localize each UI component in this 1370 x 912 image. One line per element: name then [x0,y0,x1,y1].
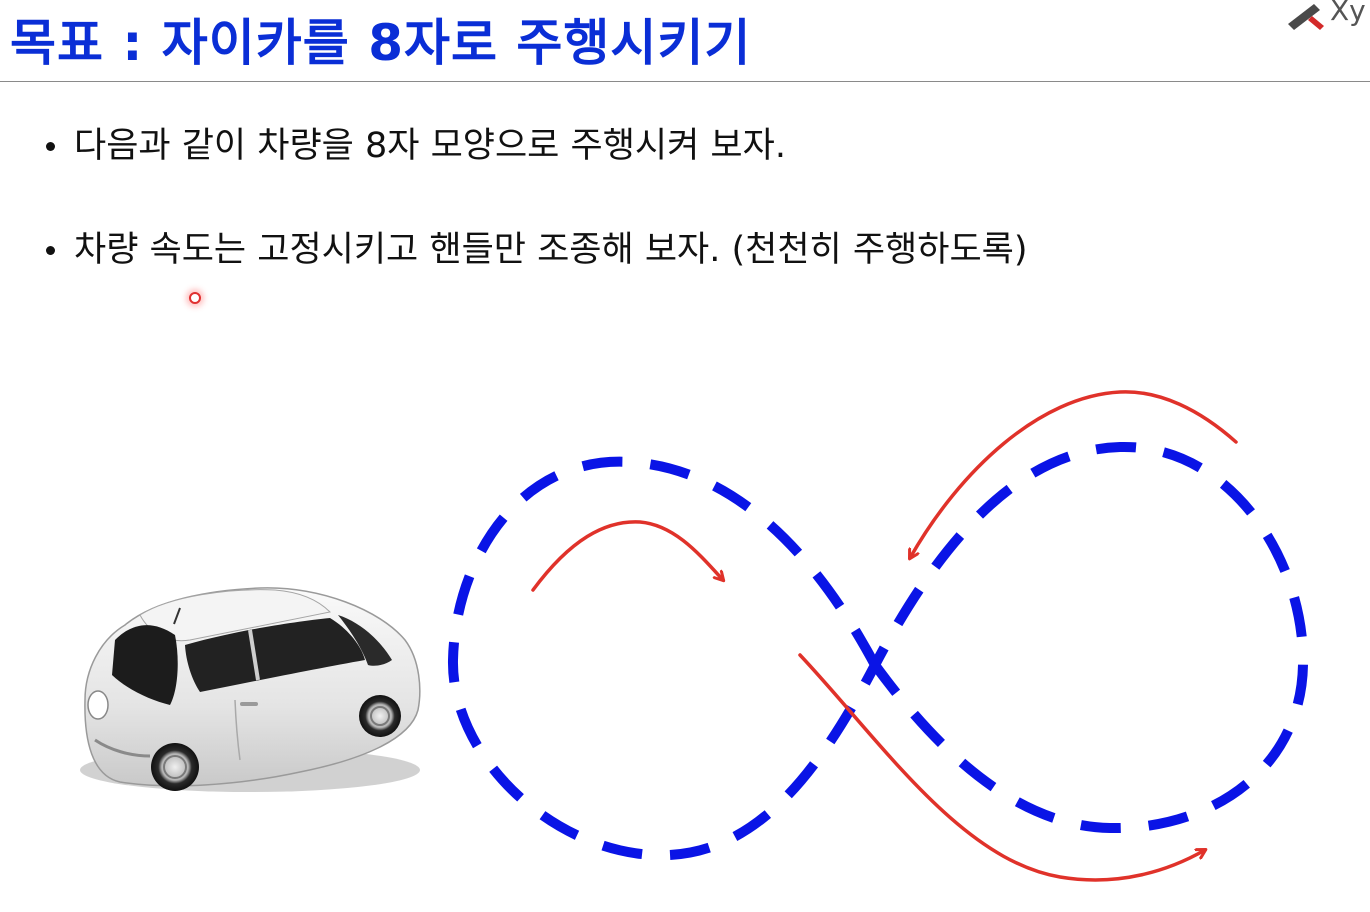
laser-pointer-icon [189,292,201,304]
bullet-item: 차량 속도는 고정시키고 핸들만 조종해 보자. (천천히 주행하도록) [40,222,1028,278]
bullet-text: 다음과 같이 차량을 8자 모양으로 주행시켜 보자. [74,126,786,166]
bullet-item: 다음과 같이 차량을 8자 모양으로 주행시켜 보자. [40,118,1028,174]
bullet-dot [46,142,55,151]
direction-arrow-top-right [910,390,1238,558]
xycar-logo-icon: Xy [1280,0,1370,32]
figure-eight-track [447,441,1309,861]
direction-arrow-bottom-right [798,653,1205,882]
bullet-text: 차량 속도는 고정시키고 핸들만 조종해 보자. (천천히 주행하도록) [74,230,1028,270]
slide-title: 목표 : 자이카를 8자로 주행시키기 [10,14,752,72]
direction-arrow-top-left [531,520,723,592]
bullet-list: 다음과 같이 차량을 8자 모양으로 주행시켜 보자. 차량 속도는 고정시키고… [40,118,1028,278]
logo-text: Xy [1330,0,1366,27]
bullet-dot [46,246,55,255]
car-icon [80,587,421,792]
title-divider [0,81,1370,82]
